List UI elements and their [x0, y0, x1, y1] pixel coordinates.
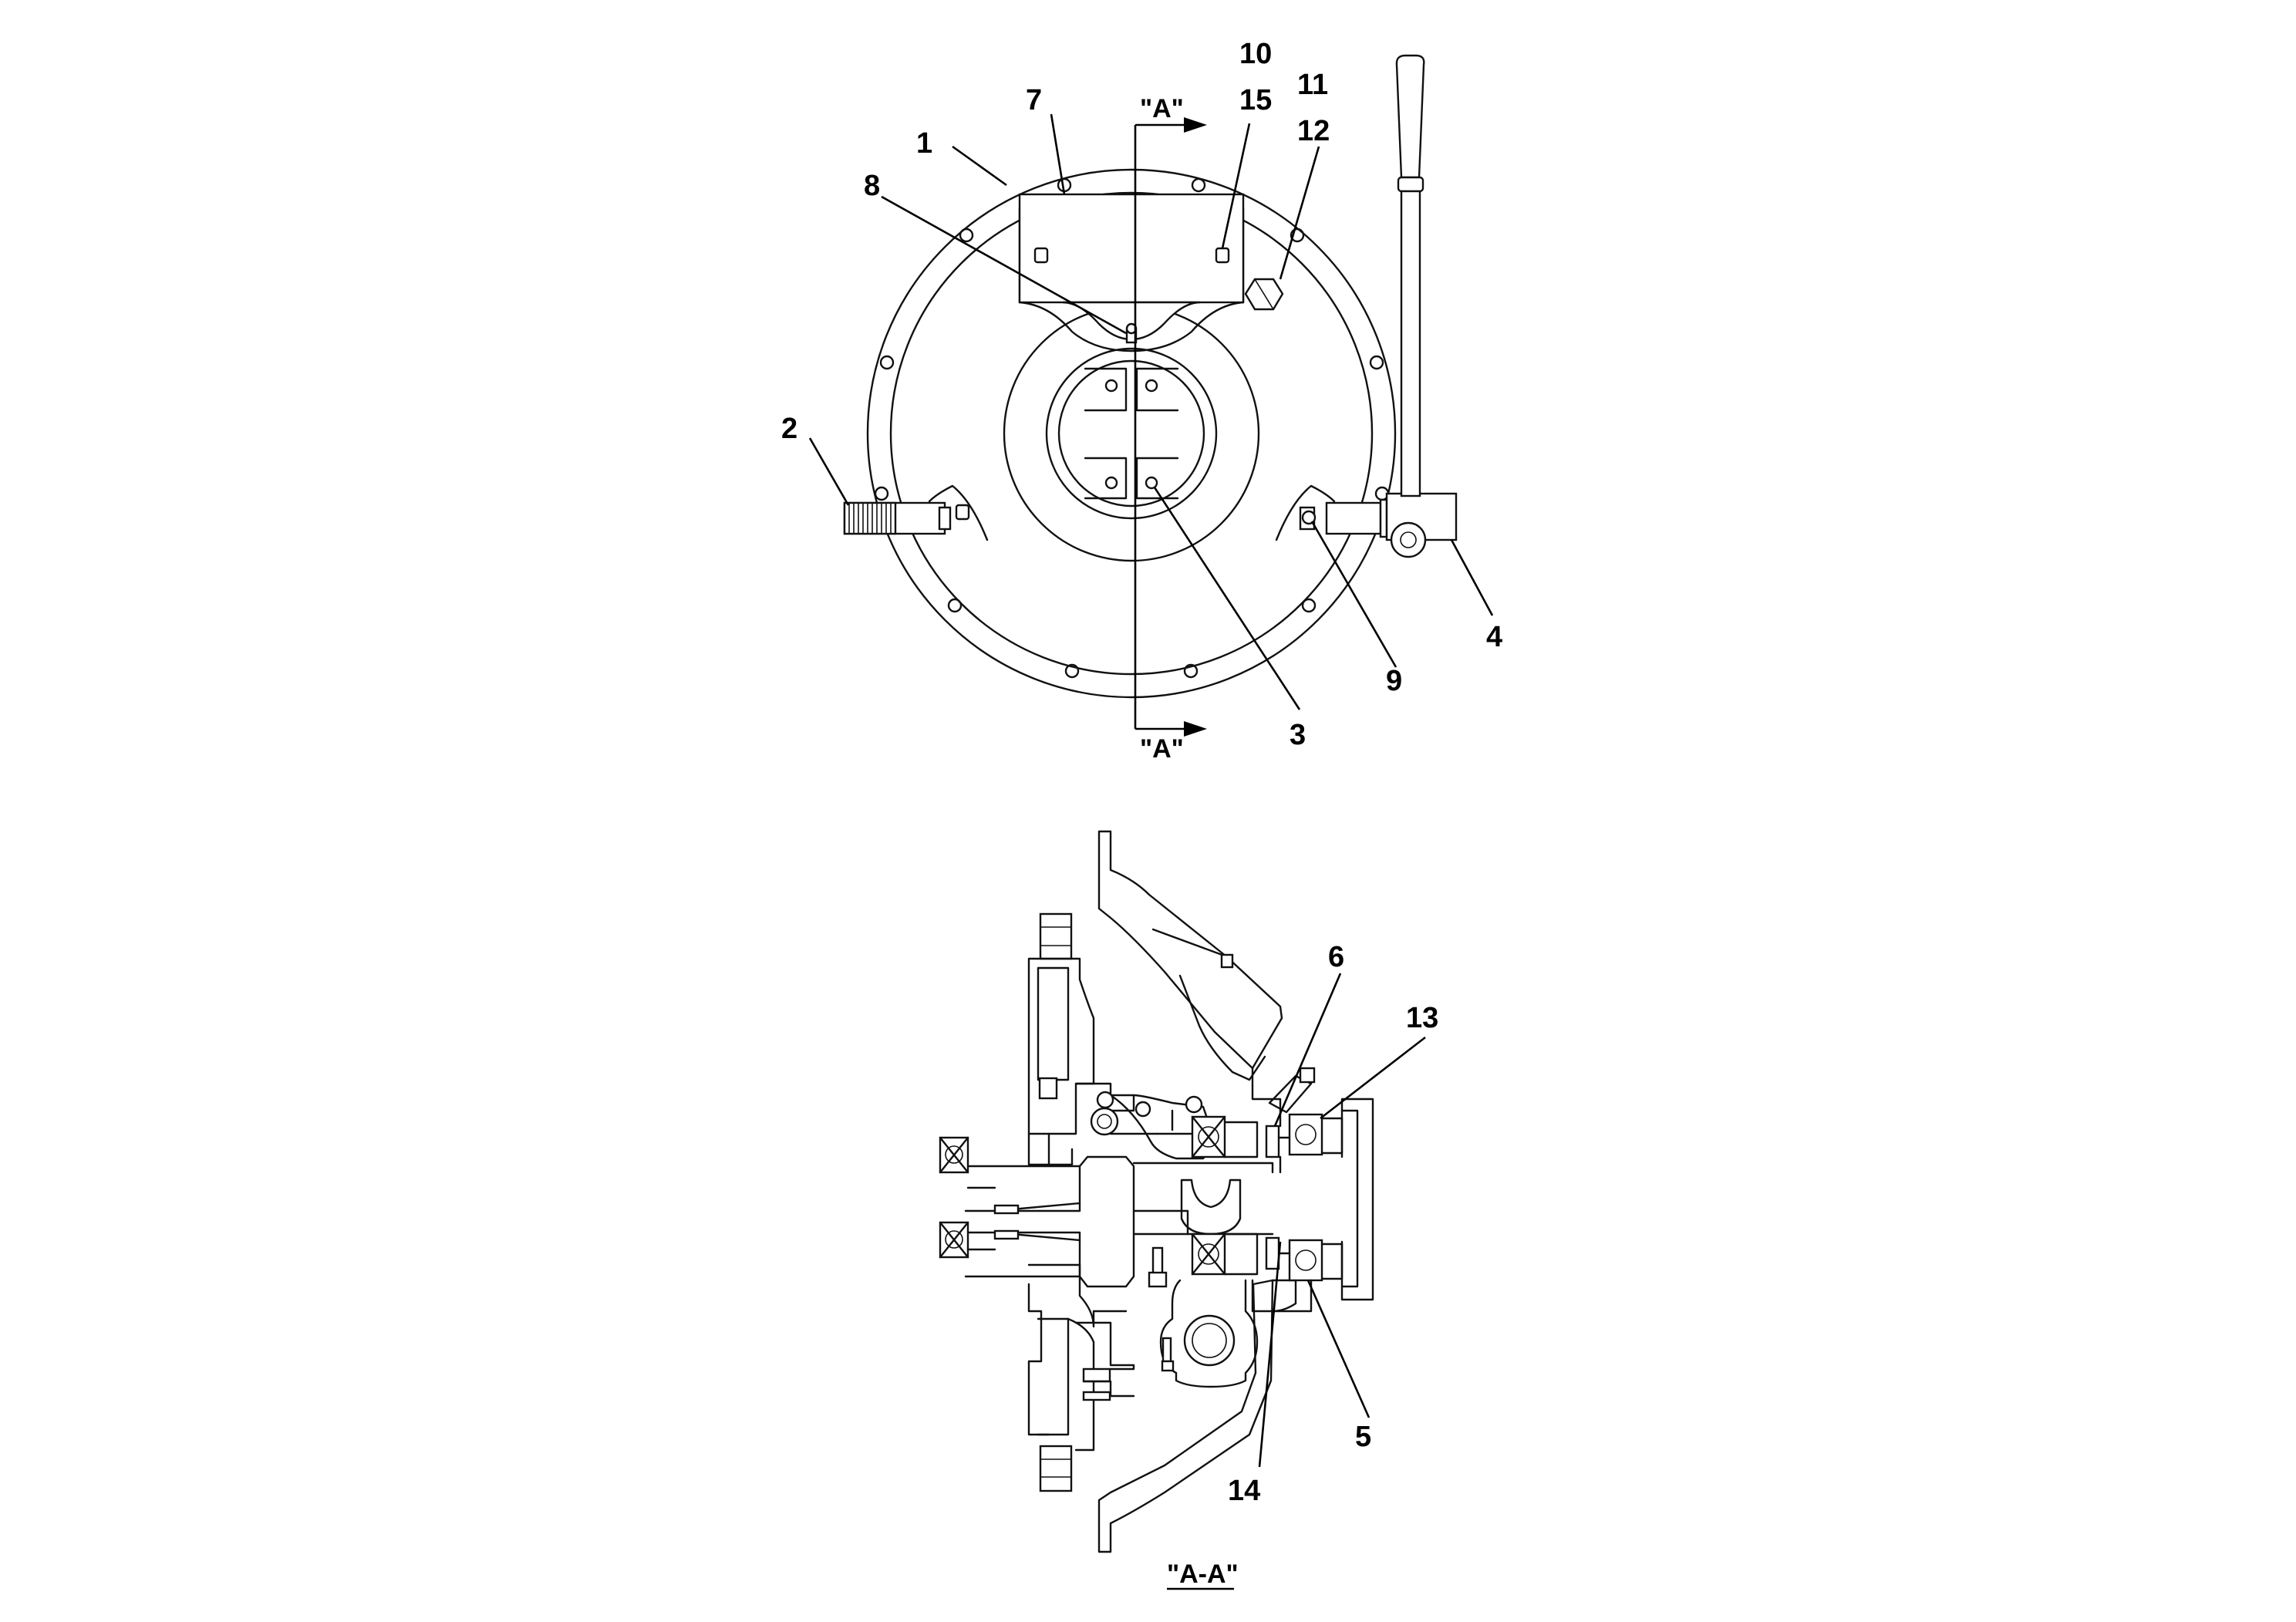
callout-1: 1 [916, 127, 932, 160]
section-housing-top [1097, 830, 1283, 1070]
shift-shaft [1299, 492, 1458, 558]
bolt-hole [1301, 598, 1317, 613]
input-shaft [843, 501, 970, 535]
section-marker-bottom: "A" [1140, 734, 1184, 764]
bolt-hole [1064, 663, 1080, 679]
housing-arm-left [928, 484, 989, 541]
output-flange [1340, 1098, 1374, 1301]
clutch-pack-lower [1027, 1246, 1168, 1492]
bolt-hole [874, 486, 889, 501]
coupling-pads [1084, 367, 1179, 500]
housing-arm-right [1275, 484, 1336, 541]
coupling-pad [1084, 367, 1128, 412]
pilot-bearing-upper [939, 1136, 969, 1174]
shift-lever [1395, 54, 1425, 497]
bolt-hole [879, 355, 895, 370]
callout-numbers: 1 2 3 4 5 6 7 8 9 10 11 12 13 14 15 [781, 38, 1502, 1507]
front-view-leaders [808, 113, 1494, 710]
pad-hole [1145, 379, 1158, 393]
release-bearing-upper [1191, 1115, 1259, 1158]
housing-bore-outer [1045, 347, 1218, 520]
section-view-label: "A-A" [1167, 1560, 1239, 1589]
release-lever-mechanism [1090, 1091, 1214, 1160]
bolt-hole [1290, 228, 1305, 243]
section-line [1134, 117, 1207, 737]
housing-hub-ring [1003, 305, 1260, 562]
callout-10: 10 [1239, 38, 1272, 70]
callout-12: 12 [1297, 115, 1330, 147]
bolt-hole [1191, 177, 1206, 193]
housing-bore-inner [1057, 359, 1205, 508]
pad-hole [1145, 476, 1158, 490]
coupling-pad [1135, 457, 1179, 500]
coupling-pad [1084, 457, 1128, 500]
section-view-leaders [1258, 973, 1426, 1468]
grease-fitting [1125, 322, 1138, 344]
bolt-hole [1183, 663, 1199, 679]
oil-seal-upper [1265, 1067, 1316, 1158]
housing-flange-inner-ring [889, 191, 1374, 676]
shaft-spline [843, 501, 897, 535]
output-bearing-lower [1288, 1239, 1344, 1282]
front-view [808, 54, 1494, 737]
section-view [939, 830, 1426, 1590]
section-housing-bottom [1097, 1279, 1274, 1553]
pad-hole [1104, 476, 1118, 490]
coupling-pad [1135, 367, 1179, 412]
callout-5: 5 [1355, 1421, 1371, 1453]
bolt-hole [1369, 355, 1384, 370]
cover-screw-left [1033, 247, 1049, 264]
callout-14: 14 [1228, 1475, 1260, 1507]
shift-yoke [1180, 1179, 1242, 1236]
release-bearing-lower [1191, 1233, 1259, 1276]
callout-3: 3 [1290, 719, 1306, 751]
callout-7: 7 [1026, 84, 1042, 116]
shift-shaft-section [1159, 1279, 1259, 1388]
callout-15: 15 [1239, 84, 1272, 116]
bolt-hole [947, 598, 963, 613]
callout-9: 9 [1386, 665, 1402, 697]
cover-plate [1018, 193, 1245, 304]
housing-outer-flange [866, 168, 1397, 699]
pilot-bearing-lower [939, 1221, 969, 1259]
cover-screw-right [1215, 247, 1230, 264]
callout-11: 11 [1297, 69, 1328, 101]
output-bearing-upper [1288, 1113, 1344, 1156]
pad-hole [1104, 379, 1118, 393]
bolt-hole [959, 228, 974, 243]
callout-8: 8 [864, 170, 880, 202]
callout-6: 6 [1328, 941, 1344, 973]
section-marker-top: "A" [1140, 94, 1184, 123]
callout-13: 13 [1406, 1002, 1438, 1034]
callout-2: 2 [781, 413, 797, 445]
clutch-pack-upper [1027, 912, 1158, 1166]
main-shaft [964, 1155, 1274, 1288]
callout-4: 4 [1486, 621, 1502, 653]
